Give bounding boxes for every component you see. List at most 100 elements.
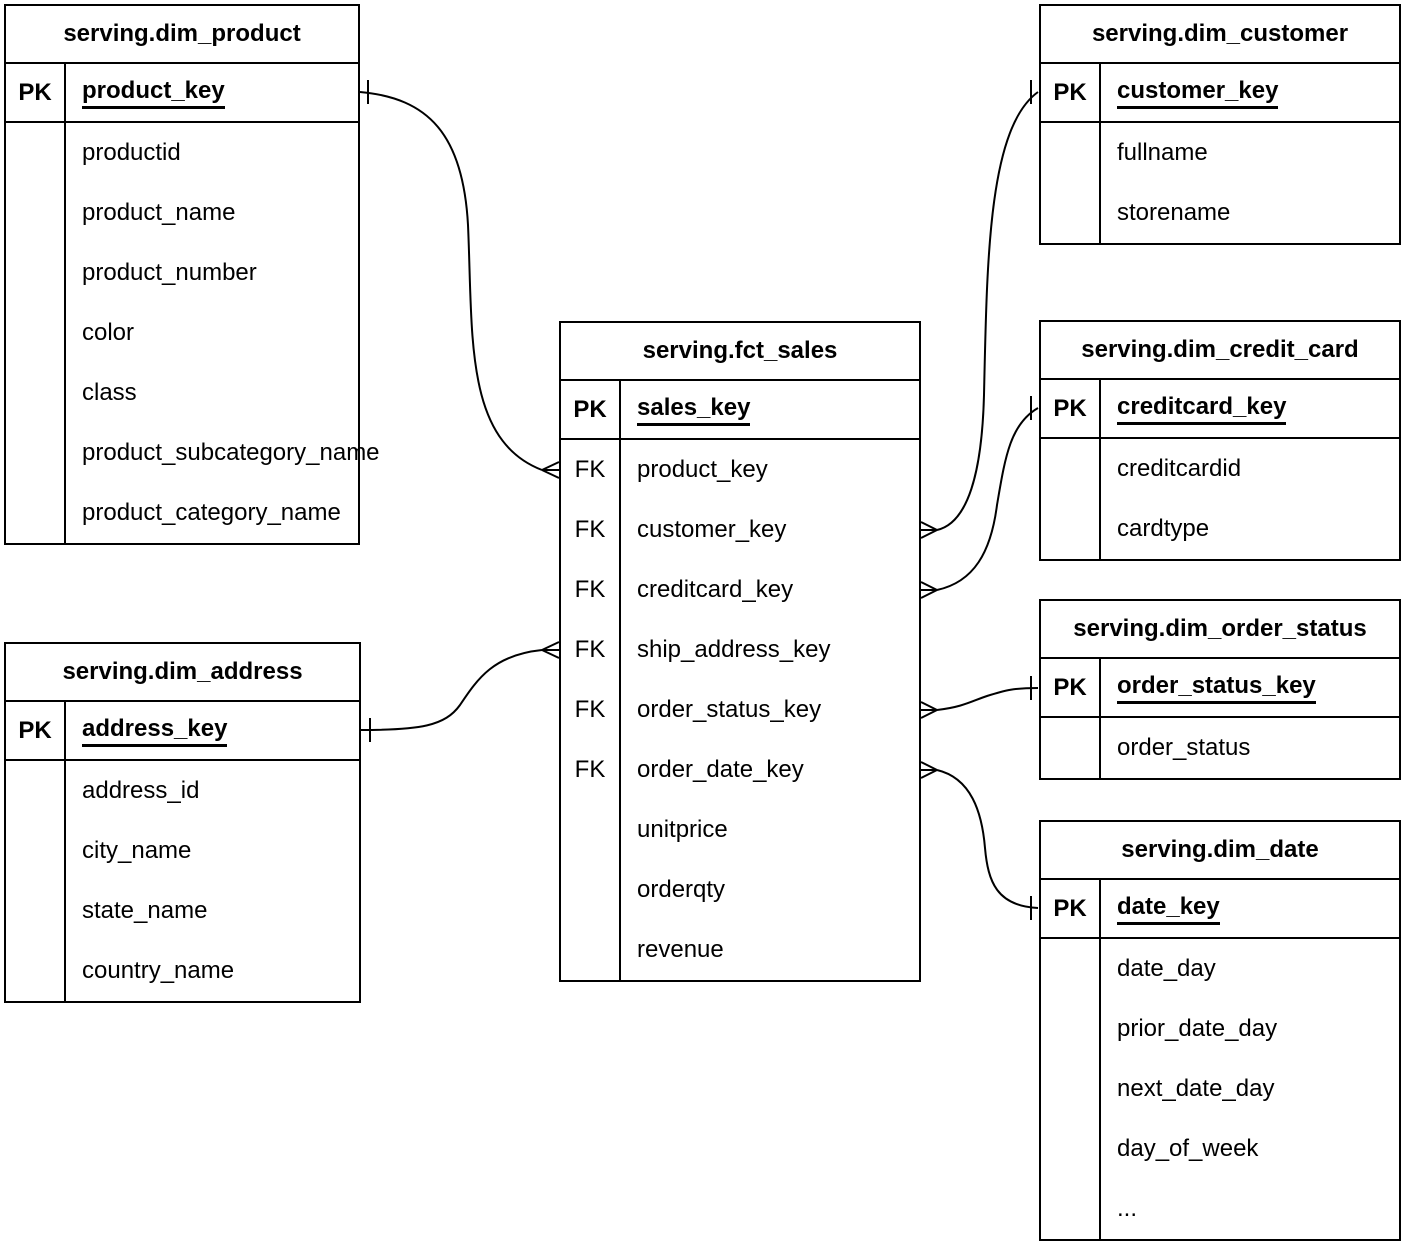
field-name: fullname: [1117, 139, 1208, 166]
crow-foot-order-status: [920, 701, 938, 719]
field-key-label: [6, 761, 66, 821]
field-row: product_number: [6, 243, 358, 303]
field-key-label: [561, 800, 621, 860]
field-name: product_key: [637, 456, 768, 483]
field-name: revenue: [637, 936, 724, 963]
field-row: fullname: [1041, 123, 1399, 183]
table-dim-address: serving.dim_address PK address_key addre…: [4, 642, 361, 1003]
crow-foot-product: [541, 461, 560, 479]
field-row: city_name: [6, 821, 359, 881]
field-row: prior_date_day: [1041, 999, 1399, 1059]
table-dim-credit-card: serving.dim_credit_card PK creditcard_ke…: [1039, 320, 1401, 561]
pk-label: PK: [561, 381, 621, 438]
field-row: day_of_week: [1041, 1119, 1399, 1179]
field-key-label: [1041, 499, 1101, 559]
table-dim-order-status: serving.dim_order_status PK order_status…: [1039, 599, 1401, 780]
crow-foot-date: [920, 761, 938, 779]
crow-foot-address: [541, 641, 560, 659]
field-name: product_category_name: [82, 499, 341, 526]
relationship-address-line: [360, 649, 543, 731]
field-name: ...: [1117, 1195, 1138, 1222]
table-title: serving.dim_credit_card: [1041, 322, 1399, 380]
pk-row: PK date_key: [1041, 880, 1399, 939]
field-name: customer_key: [637, 516, 787, 543]
field-row: FK customer_key: [561, 500, 919, 560]
field-row: revenue: [561, 920, 919, 980]
pk-label: PK: [1041, 380, 1101, 437]
field-row: product_name: [6, 183, 358, 243]
pk-row: PK sales_key: [561, 381, 919, 440]
field-key-label: [6, 123, 66, 183]
field-name: prior_date_day: [1117, 1015, 1278, 1042]
table-dim-date: serving.dim_date PK date_key date_day pr…: [1039, 820, 1401, 1241]
field-name: color: [82, 319, 135, 346]
field-row: state_name: [6, 881, 359, 941]
field-name: order_date_key: [637, 756, 804, 783]
field-name: creditcardid: [1117, 455, 1242, 482]
field-key-label: FK: [561, 500, 621, 560]
field-key-label: [1041, 1179, 1101, 1239]
pk-field-name: date_key: [1117, 893, 1220, 925]
field-name: orderqty: [637, 876, 726, 903]
field-name: date_day: [1117, 955, 1216, 982]
field-key-label: [1041, 999, 1101, 1059]
pk-label: PK: [1041, 880, 1101, 937]
field-name: cardtype: [1117, 515, 1210, 542]
field-key-label: [561, 920, 621, 980]
field-name: city_name: [82, 837, 192, 864]
pk-field-name: creditcard_key: [1117, 393, 1287, 425]
pk-field-name: address_key: [82, 715, 228, 747]
field-row: product_category_name: [6, 483, 358, 543]
field-row: color: [6, 303, 358, 363]
table-title: serving.dim_order_status: [1041, 601, 1399, 659]
table-dim-product: serving.dim_product PK product_key produ…: [4, 4, 380, 545]
field-key-label: FK: [561, 620, 621, 680]
field-name: product_name: [82, 199, 236, 226]
field-row: FK creditcard_key: [561, 560, 919, 620]
field-row: class: [6, 363, 358, 423]
field-name: next_date_day: [1117, 1075, 1275, 1102]
field-key-label: [6, 483, 66, 543]
field-key-label: [6, 363, 66, 423]
field-name: unitprice: [637, 816, 728, 843]
field-name: order_status_key: [637, 696, 822, 723]
field-name: creditcard_key: [637, 576, 794, 603]
field-row: storename: [1041, 183, 1399, 243]
field-row: address_id: [6, 761, 359, 821]
relationship-date: [920, 761, 1039, 920]
relationship-customer-line: [936, 91, 1039, 531]
field-name: product_subcategory_name: [82, 439, 380, 466]
relationship-credit-card-line: [936, 407, 1039, 591]
field-key-label: FK: [561, 740, 621, 800]
field-key-label: [1041, 183, 1101, 243]
table-title: serving.dim_address: [6, 644, 359, 702]
pk-row: PK address_key: [6, 702, 359, 761]
field-row: order_status: [1041, 718, 1399, 778]
field-name: storename: [1117, 199, 1231, 226]
field-key-label: [1041, 1059, 1101, 1119]
relationship-order-status-line: [936, 687, 1039, 711]
field-row: FK order_date_key: [561, 740, 919, 800]
field-name: class: [82, 379, 137, 406]
field-row: next_date_day: [1041, 1059, 1399, 1119]
pk-label: PK: [1041, 659, 1101, 716]
relationship-product: [359, 80, 560, 479]
field-row: ...: [1041, 1179, 1399, 1239]
field-row: orderqty: [561, 860, 919, 920]
relationship-customer: [920, 80, 1039, 539]
field-key-label: [6, 243, 66, 303]
pk-row: PK creditcard_key: [1041, 380, 1399, 439]
pk-row: PK order_status_key: [1041, 659, 1399, 718]
field-name: product_number: [82, 259, 257, 286]
relationship-date-line: [936, 769, 1039, 909]
pk-label: PK: [6, 702, 66, 759]
field-key-label: [561, 860, 621, 920]
pk-label: PK: [1041, 64, 1101, 121]
table-dim-customer: serving.dim_customer PK customer_key ful…: [1039, 4, 1401, 245]
field-key-label: [1041, 439, 1101, 499]
field-row: FK product_key: [561, 440, 919, 500]
relationship-order-status: [920, 676, 1039, 719]
field-row: unitprice: [561, 800, 919, 860]
field-key-label: [6, 183, 66, 243]
